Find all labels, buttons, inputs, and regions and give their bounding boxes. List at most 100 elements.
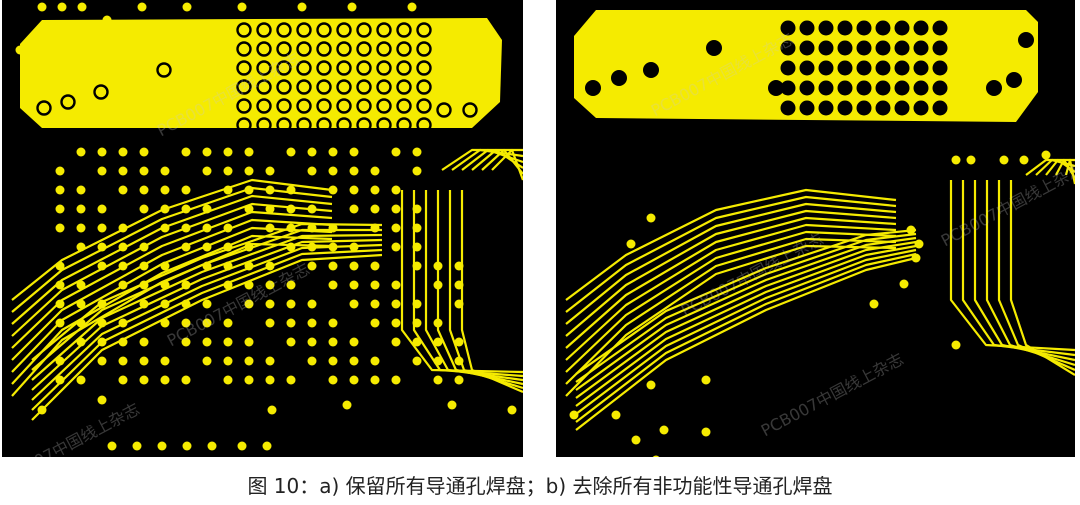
- via-pad: [57, 2, 67, 12]
- via-pad: [307, 318, 317, 328]
- via-pad: [55, 204, 65, 214]
- via-pad-ring: [356, 79, 372, 95]
- via-pad: [349, 147, 359, 157]
- via-pad-ring: [356, 60, 372, 76]
- via-pad: [349, 337, 359, 347]
- via-pad: [97, 147, 107, 157]
- via-pad: [160, 375, 170, 385]
- via-pad: [97, 204, 107, 214]
- via-pad: [76, 147, 86, 157]
- trace: [973, 180, 1075, 362]
- via-pad-ring: [276, 22, 292, 38]
- via-hole: [932, 60, 948, 76]
- via-pad-ring: [236, 79, 252, 95]
- via-pad-ring: [376, 98, 392, 114]
- via-hole: [837, 40, 853, 56]
- via-pad-ring: [336, 60, 352, 76]
- via-hole: [913, 60, 929, 76]
- via-pad: [286, 147, 296, 157]
- via-pad: [328, 356, 338, 366]
- via-pad: [223, 166, 233, 176]
- trace: [1009, 180, 1075, 376]
- trace: [565, 209, 897, 337]
- trace: [575, 236, 917, 391]
- via-pad: [370, 204, 380, 214]
- via-pad-ring: [256, 22, 272, 38]
- trace: [961, 180, 1075, 357]
- via-pad: [139, 356, 149, 366]
- trace: [31, 238, 383, 391]
- via-pad: [869, 299, 879, 309]
- trace: [11, 226, 333, 373]
- via-pad: [118, 185, 128, 195]
- via-hole: [837, 100, 853, 116]
- via-pad-ring: [296, 41, 312, 57]
- trace: [575, 248, 917, 415]
- via-pad: [370, 280, 380, 290]
- via-pad: [391, 318, 401, 328]
- via-pad: [160, 356, 170, 366]
- via-hole: [894, 80, 910, 96]
- trace: [565, 202, 897, 325]
- via-pad: [244, 166, 254, 176]
- via-pad: [370, 185, 380, 195]
- via-pad: [349, 185, 359, 195]
- via-pad-ring: [36, 100, 52, 116]
- via-pad-ring: [436, 102, 452, 118]
- trace: [985, 180, 1075, 367]
- via-pad: [223, 337, 233, 347]
- via-pad: [267, 405, 277, 415]
- via-pad: [181, 337, 191, 347]
- via-pad: [237, 2, 247, 12]
- via-pad-ring: [396, 41, 412, 57]
- via-pad-ring: [416, 41, 432, 57]
- via-pad: [328, 280, 338, 290]
- via-pad-ring: [396, 79, 412, 95]
- trace: [441, 148, 523, 171]
- via-hole: [818, 40, 834, 56]
- via-pad: [391, 242, 401, 252]
- via-pad: [102, 15, 112, 25]
- via-hole: [818, 20, 834, 36]
- via-pad: [76, 223, 86, 233]
- via-pad-ring: [316, 117, 332, 133]
- via-pad-ring: [156, 62, 172, 78]
- via-hole: [611, 70, 627, 86]
- via-hole: [875, 100, 891, 116]
- trace: [565, 244, 897, 397]
- via-pad-ring: [356, 22, 372, 38]
- via-pad: [307, 166, 317, 176]
- via-hole: [818, 100, 834, 116]
- via-pad-ring: [416, 22, 432, 38]
- via-hole: [894, 40, 910, 56]
- via-pad-ring: [396, 60, 412, 76]
- via-pad: [307, 337, 317, 347]
- via-pad: [391, 185, 401, 195]
- via-pad: [347, 2, 357, 12]
- via-pad: [433, 375, 443, 385]
- via-hole: [780, 60, 796, 76]
- via-pad: [328, 166, 338, 176]
- via-pad: [132, 441, 142, 451]
- via-pad: [307, 147, 317, 157]
- via-hole: [799, 60, 815, 76]
- via-pad: [349, 375, 359, 385]
- trace: [565, 216, 897, 349]
- via-pad-ring: [416, 60, 432, 76]
- via-pad-ring: [236, 117, 252, 133]
- via-pad: [391, 223, 401, 233]
- trace: [949, 180, 1075, 352]
- trace: [575, 256, 917, 431]
- via-hole: [913, 40, 929, 56]
- via-hole: [932, 20, 948, 36]
- via-pad-ring: [296, 117, 312, 133]
- via-hole: [875, 20, 891, 36]
- via-pad: [223, 375, 233, 385]
- trace: [491, 148, 523, 181]
- trace: [575, 228, 917, 375]
- via-pad: [391, 280, 401, 290]
- via-pad-ring: [236, 22, 252, 38]
- via-hole: [1018, 32, 1034, 48]
- via-pad-ring: [256, 117, 272, 133]
- via-pad-ring: [462, 102, 478, 118]
